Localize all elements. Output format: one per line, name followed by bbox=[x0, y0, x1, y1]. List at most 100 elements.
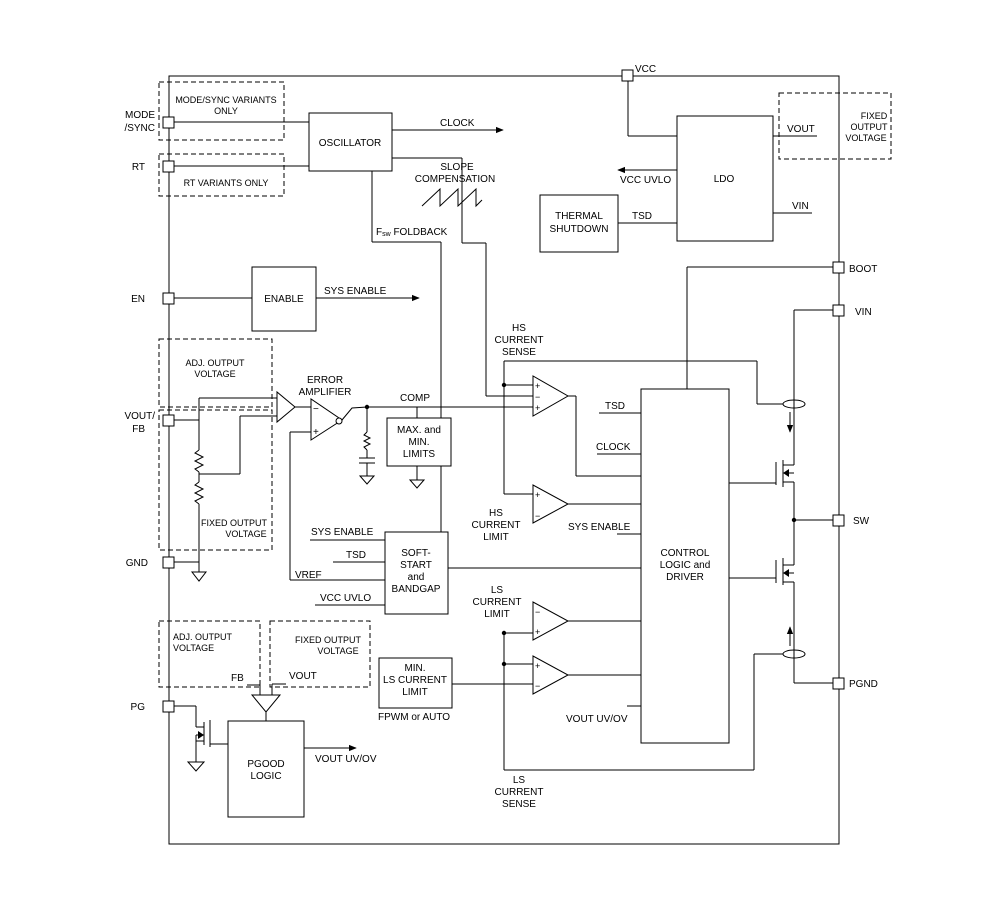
hs-sense-label-2: CURRENT bbox=[495, 335, 544, 346]
ground-symbol-fb bbox=[190, 571, 208, 582]
hs-sense-label-3: SENSE bbox=[502, 347, 536, 358]
pin-label-sync: /SYNC bbox=[124, 123, 155, 134]
ls-limit-comparator bbox=[532, 601, 570, 641]
vcc-uvlo-ldo-label: VCC UVLO bbox=[620, 175, 671, 186]
softstart-label-2: START bbox=[400, 560, 432, 571]
ls-limit-label-2: CURRENT bbox=[473, 597, 522, 608]
rt-variant-label: RT VARIANTS ONLY bbox=[184, 178, 269, 188]
tsd-ctrl-label: TSD bbox=[605, 401, 625, 412]
softstart-label-3: and bbox=[408, 572, 425, 583]
ground-symbol-limits bbox=[408, 479, 426, 489]
pin-boot: BOOT bbox=[832, 261, 877, 275]
error-amp-minus: − bbox=[313, 404, 319, 415]
error-amplifier-triangle bbox=[310, 398, 343, 441]
fixed-ldo-label-2: OUTPUT bbox=[851, 122, 889, 132]
chip-outline bbox=[168, 75, 840, 845]
fixed-output-bottom-label-1: FIXED OUTPUT bbox=[295, 635, 362, 645]
pg-buffer-triangle bbox=[250, 694, 282, 713]
pg-open-drain-mosfet bbox=[174, 705, 228, 762]
min-ls-current-limit-block bbox=[378, 657, 453, 709]
high-side-mosfet bbox=[729, 460, 794, 487]
thermal-shutdown-block bbox=[539, 194, 619, 253]
oscillator-block bbox=[308, 112, 393, 172]
pin-label-en: EN bbox=[131, 294, 145, 305]
sys-enable-ss-label: SYS ENABLE bbox=[311, 527, 374, 538]
adj-output-top-label-2: VOLTAGE bbox=[194, 369, 235, 379]
hs-limit-label-2: CURRENT bbox=[472, 520, 521, 531]
pin-vcc: VCC bbox=[621, 64, 656, 82]
adj-output-bottom-label-1: ADJ. OUTPUT bbox=[173, 632, 233, 642]
max-min-label-1: MAX. and bbox=[397, 425, 441, 436]
pin-pg: PG bbox=[131, 700, 175, 713]
pin-label-vcc: VCC bbox=[635, 64, 656, 75]
min-ls-label-1: MIN. bbox=[404, 663, 425, 674]
ls-limit-plus: + bbox=[535, 627, 540, 637]
control-logic-driver-block bbox=[640, 388, 730, 744]
vref-label: VREF bbox=[295, 570, 322, 581]
ls-limit-label-3: LIMIT bbox=[484, 609, 510, 620]
ls-sense-label-3: SENSE bbox=[502, 799, 536, 810]
sys-enable-output-label: SYS ENABLE bbox=[324, 286, 387, 297]
clock-output-label: CLOCK bbox=[440, 118, 475, 129]
ls-sense-label-2: CURRENT bbox=[495, 787, 544, 798]
mode-sync-variant-label-1: MODE/SYNC VARIANTS bbox=[175, 95, 276, 105]
ldo-block bbox=[676, 115, 774, 242]
feedback-resistor-top bbox=[193, 449, 205, 473]
slope-sawtooth-icon bbox=[421, 187, 483, 208]
hs-sense-coil bbox=[782, 399, 806, 409]
fsw-subscript: sw bbox=[382, 231, 392, 238]
error-amp-label-2: AMPLIFIER bbox=[299, 387, 352, 398]
fb-buffer-triangle bbox=[276, 390, 296, 424]
fixed-output-mid-label-2: VOLTAGE bbox=[225, 529, 266, 539]
pin-mode-sync: MODE /SYNC bbox=[124, 110, 175, 134]
hs-limit-label-3: LIMIT bbox=[483, 532, 509, 543]
tsd-ss-label: TSD bbox=[346, 550, 366, 561]
control-label-1: CONTROL bbox=[661, 548, 710, 559]
pin-gnd: GND bbox=[126, 556, 175, 569]
rt-variant-box bbox=[158, 153, 285, 197]
ground-symbol-pg bbox=[186, 761, 206, 772]
hs-limit-label-1: HS bbox=[489, 508, 503, 519]
pin-sw: SW bbox=[832, 514, 870, 527]
ldo-label: LDO bbox=[714, 174, 735, 185]
hs-pwm-plus-2: + bbox=[535, 403, 540, 413]
control-label-2: LOGIC and bbox=[660, 560, 711, 571]
pgood-label-1: PGOOD bbox=[247, 759, 284, 770]
min-ls-comparator bbox=[532, 655, 570, 695]
vcc-uvlo-ss-label: VCC UVLO bbox=[320, 593, 371, 604]
comp-resistor bbox=[362, 431, 372, 451]
ldo-vout-label: VOUT bbox=[787, 124, 815, 135]
ldo-vin-label: VIN bbox=[792, 201, 809, 212]
pin-label-pg: PG bbox=[131, 702, 146, 713]
fixed-output-bottom-box bbox=[269, 620, 371, 688]
min-ls-label-3: LIMIT bbox=[402, 687, 428, 698]
mode-sync-variant-label-2: ONLY bbox=[214, 106, 238, 116]
thermal-label-2: SHUTDOWN bbox=[550, 224, 609, 235]
hs-pwm-comparator bbox=[532, 375, 570, 417]
vout-pg-label: VOUT bbox=[289, 671, 317, 682]
feedback-resistor-bottom bbox=[193, 481, 205, 505]
fb-pg-label: FB bbox=[231, 673, 244, 684]
clock-ctrl-label: CLOCK bbox=[596, 442, 631, 453]
pin-label-boot: BOOT bbox=[849, 264, 877, 275]
fsw-foldback-label: Fsw FOLDBACK bbox=[376, 227, 448, 238]
hs-pwm-minus: − bbox=[535, 392, 540, 402]
fixed-output-mid-box bbox=[158, 409, 273, 551]
fixed-output-bottom-label-2: VOLTAGE bbox=[317, 646, 358, 656]
min-ls-label-2: LS CURRENT bbox=[383, 675, 447, 686]
pin-label-sw: SW bbox=[853, 516, 870, 527]
pin-rt: RT bbox=[132, 160, 175, 173]
fixed-ldo-box bbox=[778, 92, 892, 160]
pin-label-vout: VOUT/ bbox=[124, 411, 155, 422]
pin-label-vin: VIN bbox=[855, 307, 872, 318]
hs-sense-label-1: HS bbox=[512, 323, 526, 334]
hs-pwm-plus-1: + bbox=[535, 381, 540, 391]
min-ls-minus: − bbox=[535, 681, 540, 691]
max-min-label-3: LIMITS bbox=[403, 449, 436, 460]
error-amp-output-circle bbox=[335, 417, 343, 425]
pgood-logic-block bbox=[227, 720, 305, 818]
adj-output-bottom-label-2: VOLTAGE bbox=[173, 643, 214, 653]
tsd-thermal-label: TSD bbox=[632, 211, 652, 222]
hs-limit-minus: − bbox=[535, 511, 540, 521]
fixed-ldo-label-1: FIXED bbox=[861, 111, 888, 121]
